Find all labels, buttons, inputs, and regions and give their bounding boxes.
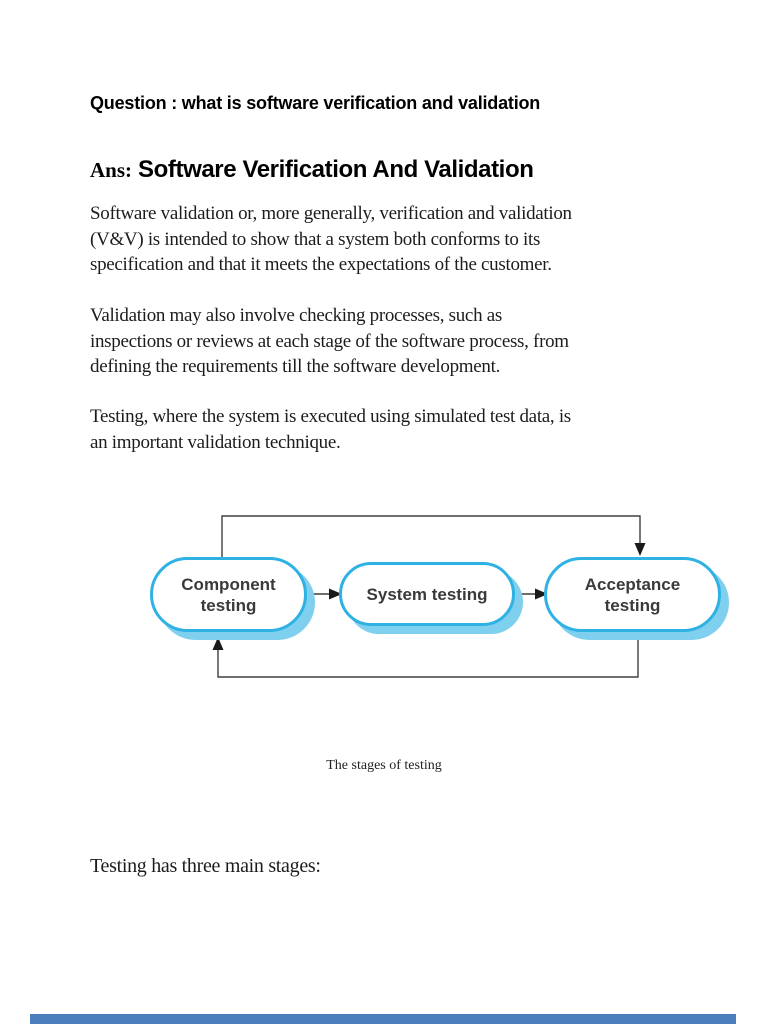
paragraph-testing-technique: Testing, where the system is executed us… — [90, 404, 571, 455]
paragraph-line: specification and that it meets the expe… — [90, 254, 552, 275]
arrowhead-down-icon — [634, 543, 646, 556]
paragraph-line: Software validation or, more generally, … — [90, 203, 572, 224]
bottom-feedback-line — [217, 630, 639, 678]
paragraph-line: Validation may also involve checking pro… — [90, 305, 502, 326]
diagram-box-acceptance-testing: Acceptance testing — [544, 557, 721, 632]
diagram-box-component-testing: Component testing — [150, 557, 307, 632]
box-label-line: System testing — [366, 584, 488, 604]
answer-title: Software Verification And Validation — [138, 156, 534, 183]
paragraph-line: Testing, where the system is executed us… — [90, 406, 571, 427]
box-label-line: Acceptance — [584, 574, 681, 594]
box-label-line: testing — [604, 595, 661, 615]
arrowhead-up-icon — [212, 637, 224, 650]
paragraph-line: defining the requirements till the softw… — [90, 356, 501, 377]
paragraph-line: (V&V) is intended to show that a system … — [90, 228, 541, 250]
top-feedback-line — [221, 515, 641, 559]
diagram-box-system-testing: System testing — [339, 562, 515, 626]
footer-blue-bar — [30, 1014, 736, 1024]
answer-heading: Ans:Software Verification And Validation — [90, 156, 534, 184]
diagram-caption: The stages of testing — [326, 758, 442, 773]
answer-prefix: Ans: — [90, 158, 133, 182]
closing-text: Testing has three main stages: — [90, 855, 321, 877]
box-label-line: Component — [181, 574, 276, 594]
question-heading: Question : what is software verification… — [90, 93, 541, 113]
paragraph-validation-definition: Software validation or, more generally, … — [90, 201, 572, 278]
box-label-line: testing — [200, 595, 257, 615]
paragraph-validation-processes: Validation may also involve checking pro… — [90, 303, 569, 380]
paragraph-line: an important validation technique. — [90, 431, 341, 453]
paragraph-line: inspections or reviews at each stage of … — [90, 330, 569, 352]
